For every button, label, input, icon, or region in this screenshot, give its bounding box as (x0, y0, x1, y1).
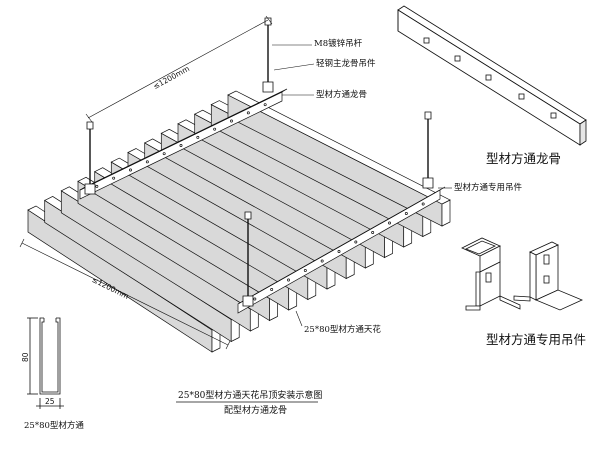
dimension-profile-width: 25 (45, 397, 55, 406)
hanger-clip (242, 295, 254, 307)
keel-hole (230, 119, 233, 123)
keel-hole (270, 288, 274, 291)
keel-hole (253, 297, 257, 301)
label-square-tube-keel: 型材方通龙骨 (316, 90, 368, 100)
rod-anchor (424, 111, 432, 120)
keel-hole (112, 176, 116, 180)
panel-end (441, 199, 451, 227)
keel-hole (95, 184, 99, 188)
hanger-clip (84, 183, 96, 195)
rod-anchor (244, 211, 252, 220)
caption-keel-title: 型材方通龙骨 (486, 151, 562, 166)
keel-hole (371, 231, 375, 234)
keel-top (79, 88, 288, 191)
keel-slot (485, 74, 492, 81)
dimension-lines (19, 15, 273, 350)
leader-lines (272, 44, 452, 327)
keel-hole (337, 250, 341, 253)
rod-anchor (264, 17, 272, 26)
label-ceiling-25x80: 25*80型材方通天花 (304, 325, 381, 335)
label-main-keel-hanger: 轻钢主龙骨吊件 (316, 59, 376, 69)
keel-slot (454, 55, 461, 62)
m8-hanger-rod (242, 211, 254, 307)
caption-profile-title: 25*80型材方通 (24, 421, 84, 431)
special-hanger-drawing-2 (513, 241, 584, 311)
keel-hole (404, 212, 408, 215)
panel-top (227, 90, 451, 205)
keel-hole (263, 103, 267, 107)
square-tube-keel (79, 88, 288, 200)
hanger-clip (262, 81, 274, 93)
keel-hole (179, 144, 183, 147)
keel-hole (287, 278, 290, 282)
dimension-profile-height: 80 (21, 352, 30, 362)
m8-hanger-rod (422, 111, 434, 189)
m8-hanger-rod (262, 17, 274, 93)
hanger-clip (422, 177, 434, 189)
keel-hole (145, 160, 149, 164)
keel-hole (421, 202, 425, 206)
caption-sub-title: 配型材方通龙骨 (224, 406, 288, 416)
keel-slot (550, 112, 557, 119)
keel-hole (303, 269, 307, 272)
keel-hole (354, 240, 358, 244)
keel-hole (320, 259, 324, 263)
profile-cross-section (27, 317, 64, 409)
keel-top (237, 186, 446, 305)
caption-main-title: 25*80型材方通天花吊顶安装示意图 (178, 391, 323, 401)
keel-slot (423, 37, 430, 44)
hanger-rods (84, 17, 434, 307)
keel-hole (246, 111, 250, 115)
caption-hanger-title: 型材方通专用吊件 (486, 332, 587, 347)
keel-hole (213, 127, 217, 131)
ceiling-assembly (27, 88, 451, 353)
ceiling-panel (227, 90, 451, 227)
keel-hole (162, 152, 166, 156)
m8-hanger-rod (84, 121, 96, 195)
square-tube-keel (237, 186, 446, 314)
keel-profile-drawing (397, 5, 587, 146)
keel-hole (196, 135, 200, 139)
keel-hole (388, 221, 391, 225)
label-special-hanger: 型材方通专用吊件 (454, 183, 523, 193)
rod-anchor (86, 121, 94, 130)
special-hanger-drawing-1 (461, 237, 521, 311)
label-m8-rod: M8镀锌吊杆 (314, 39, 363, 49)
keel-hole (129, 168, 132, 172)
keel-slot (518, 93, 525, 100)
